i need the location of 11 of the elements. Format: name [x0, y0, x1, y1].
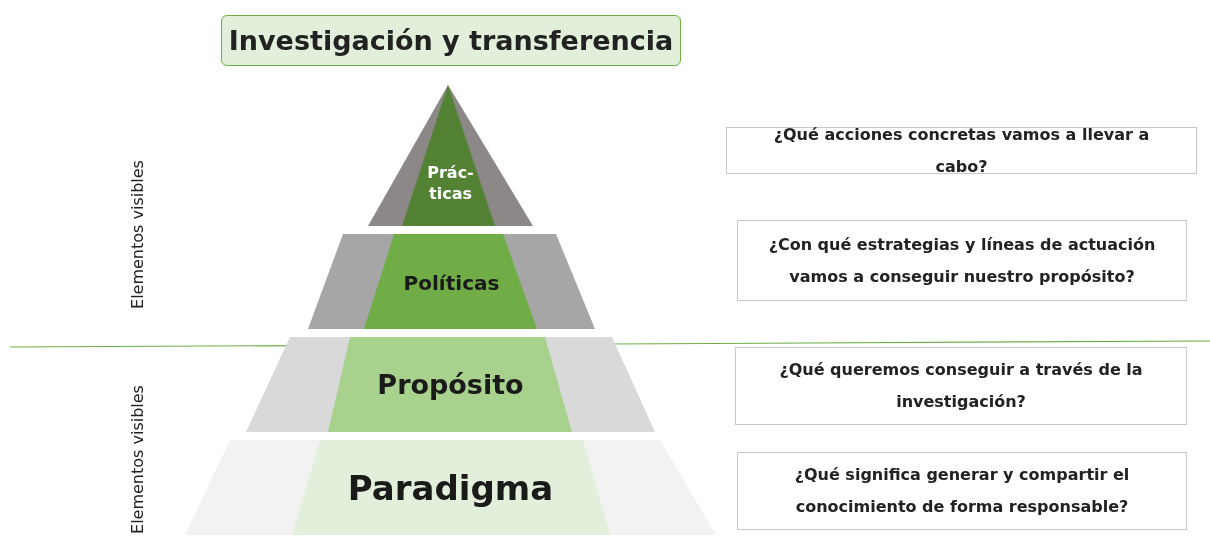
level-label: Propósito: [376, 368, 525, 402]
level-label: Paradigma: [346, 467, 555, 510]
side-label: Elementos visibles: [127, 159, 147, 311]
title-banner: Investigación y transferencia: [221, 15, 681, 66]
question-card: ¿Qué queremos conseguir a través de la investigación?: [735, 347, 1187, 425]
level-label: Prác- ticas: [426, 163, 475, 205]
question-card: ¿Qué acciones concretas vamos a llevar a cabo?: [726, 127, 1197, 174]
question-card: ¿Con qué estrategias y líneas de actuación vamos a conseguir nuestro propósito?: [737, 220, 1187, 301]
question-card: ¿Qué significa generar y compartir el conocimiento de forma responsable?: [737, 452, 1187, 530]
side-label: Elementos visibles: [127, 384, 147, 536]
level-label: Políticas: [402, 270, 501, 296]
